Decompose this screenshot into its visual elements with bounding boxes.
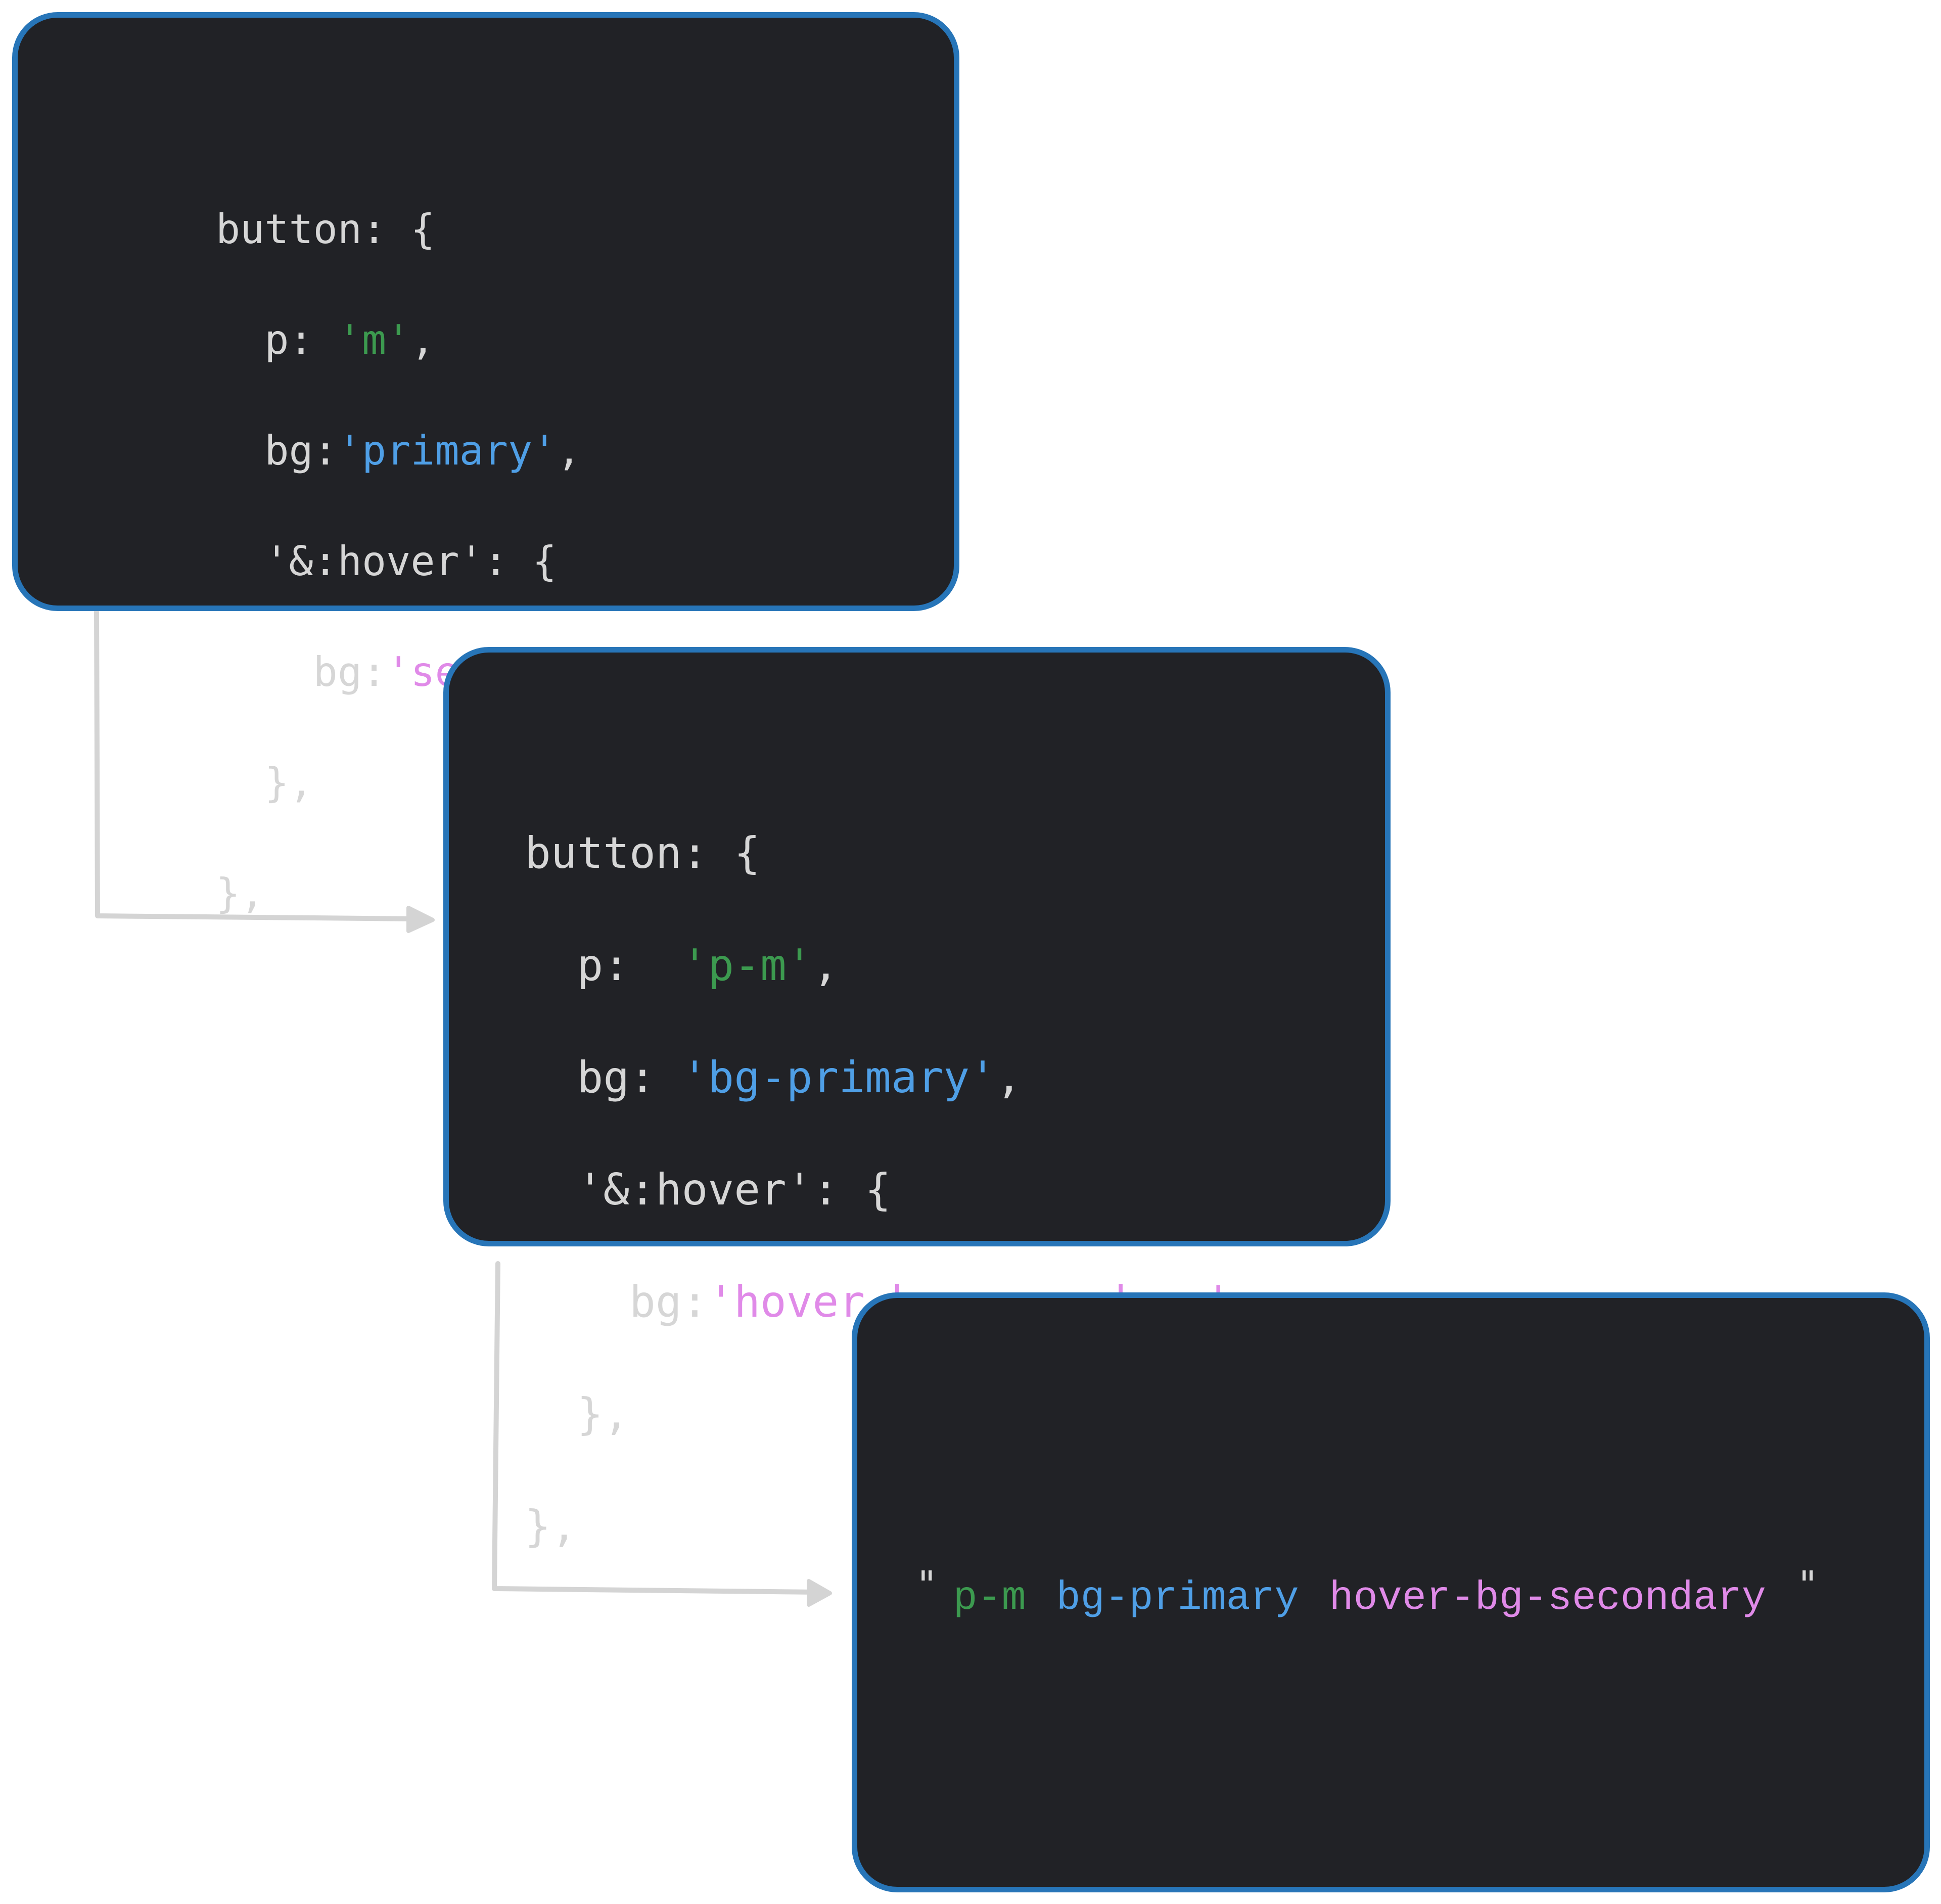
code-line: button: { [216,209,678,250]
closing-brace: }, [264,759,313,806]
punctuation: , [410,316,435,363]
code-line: bg:'primary', [216,431,678,471]
punctuation: , [995,1052,1022,1103]
code-line: p: 'm', [216,320,678,360]
bg-class: 'bg-primary' [681,1052,996,1103]
close-quote: " [1796,1563,1819,1607]
class-token-hover-bg: hover-bg-secondary [1329,1575,1766,1621]
open-quote: " [915,1563,938,1607]
property-key: bg: [264,427,338,474]
code-line: '&:hover': { [525,1168,1258,1212]
code-line: }, [216,873,678,914]
property-key: p: [577,940,682,991]
code-line: '&:hover': { [216,541,678,582]
class-string: " p-m bg-primary hover-bg-secondary " [915,1563,1819,1624]
class-token-bg: bg-primary [1056,1575,1299,1621]
code-line: }, [525,1505,1258,1548]
bg-value: 'primary' [337,427,557,474]
code-line: p: 'p-m', [525,944,1258,987]
property-key: bg: [313,648,387,695]
punctuation: , [557,427,581,474]
code-line: }, [525,1392,1258,1436]
code-line: button: { [525,831,1258,875]
hover-selector: '&:hover': { [264,538,557,585]
closing-brace: }, [577,1389,630,1439]
padding-value: 'm' [337,316,411,363]
property-key: bg: [577,1052,682,1103]
object-key: button: { [525,828,760,878]
code-box-mapped-classes: button: { p: 'p-m', bg: 'bg-primary', '&… [443,647,1391,1548]
closing-brace: }, [525,1501,577,1552]
class-token-padding: p-m [953,1575,1026,1621]
code-box-source-styles: button: { p: 'm', bg:'primary', '&:hover… [12,12,959,914]
closing-brace: }, [216,870,265,917]
padding-class: 'p-m' [681,940,813,991]
code-line: bg: 'bg-primary', [525,1056,1258,1099]
property-key: p: [264,316,338,363]
code-line: }, [216,763,678,803]
hover-selector: '&:hover': { [577,1165,891,1215]
property-key: bg: [629,1277,708,1327]
object-key: button: { [216,206,435,253]
code-box-class-string: " p-m bg-primary hover-bg-secondary " [852,1292,1930,1892]
punctuation: , [812,940,839,991]
